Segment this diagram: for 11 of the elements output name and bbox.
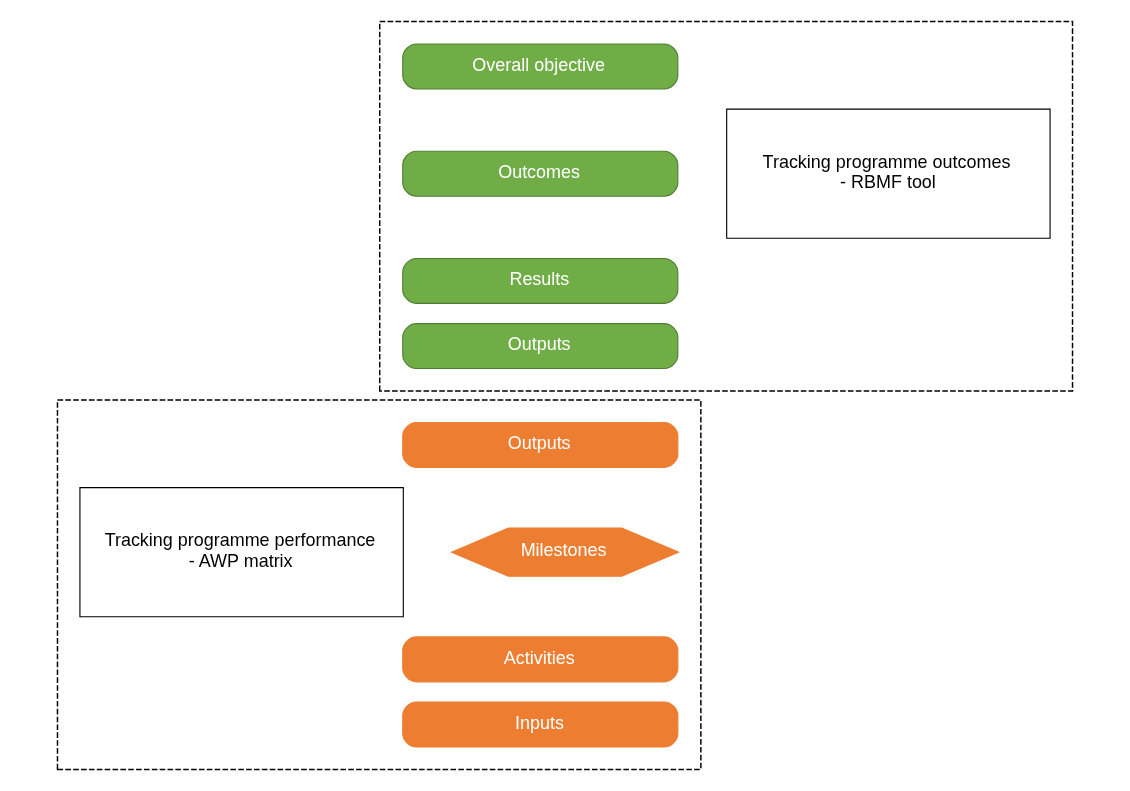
node-box: Tracking programme outcomes - RBMF tool [726,108,1051,239]
node-box: Inputs [402,701,679,748]
node-box: Outputs [402,421,679,468]
node-box: Overall objective [402,43,679,90]
node-box: Outcomes [402,150,679,197]
node-box: Results [402,257,679,304]
node-box: Activities [402,636,679,683]
node-box: Outputs [402,323,679,370]
cluster [56,399,702,771]
cluster [379,20,1074,392]
node-box: Tracking programme performance - AWP matrix [79,487,404,618]
